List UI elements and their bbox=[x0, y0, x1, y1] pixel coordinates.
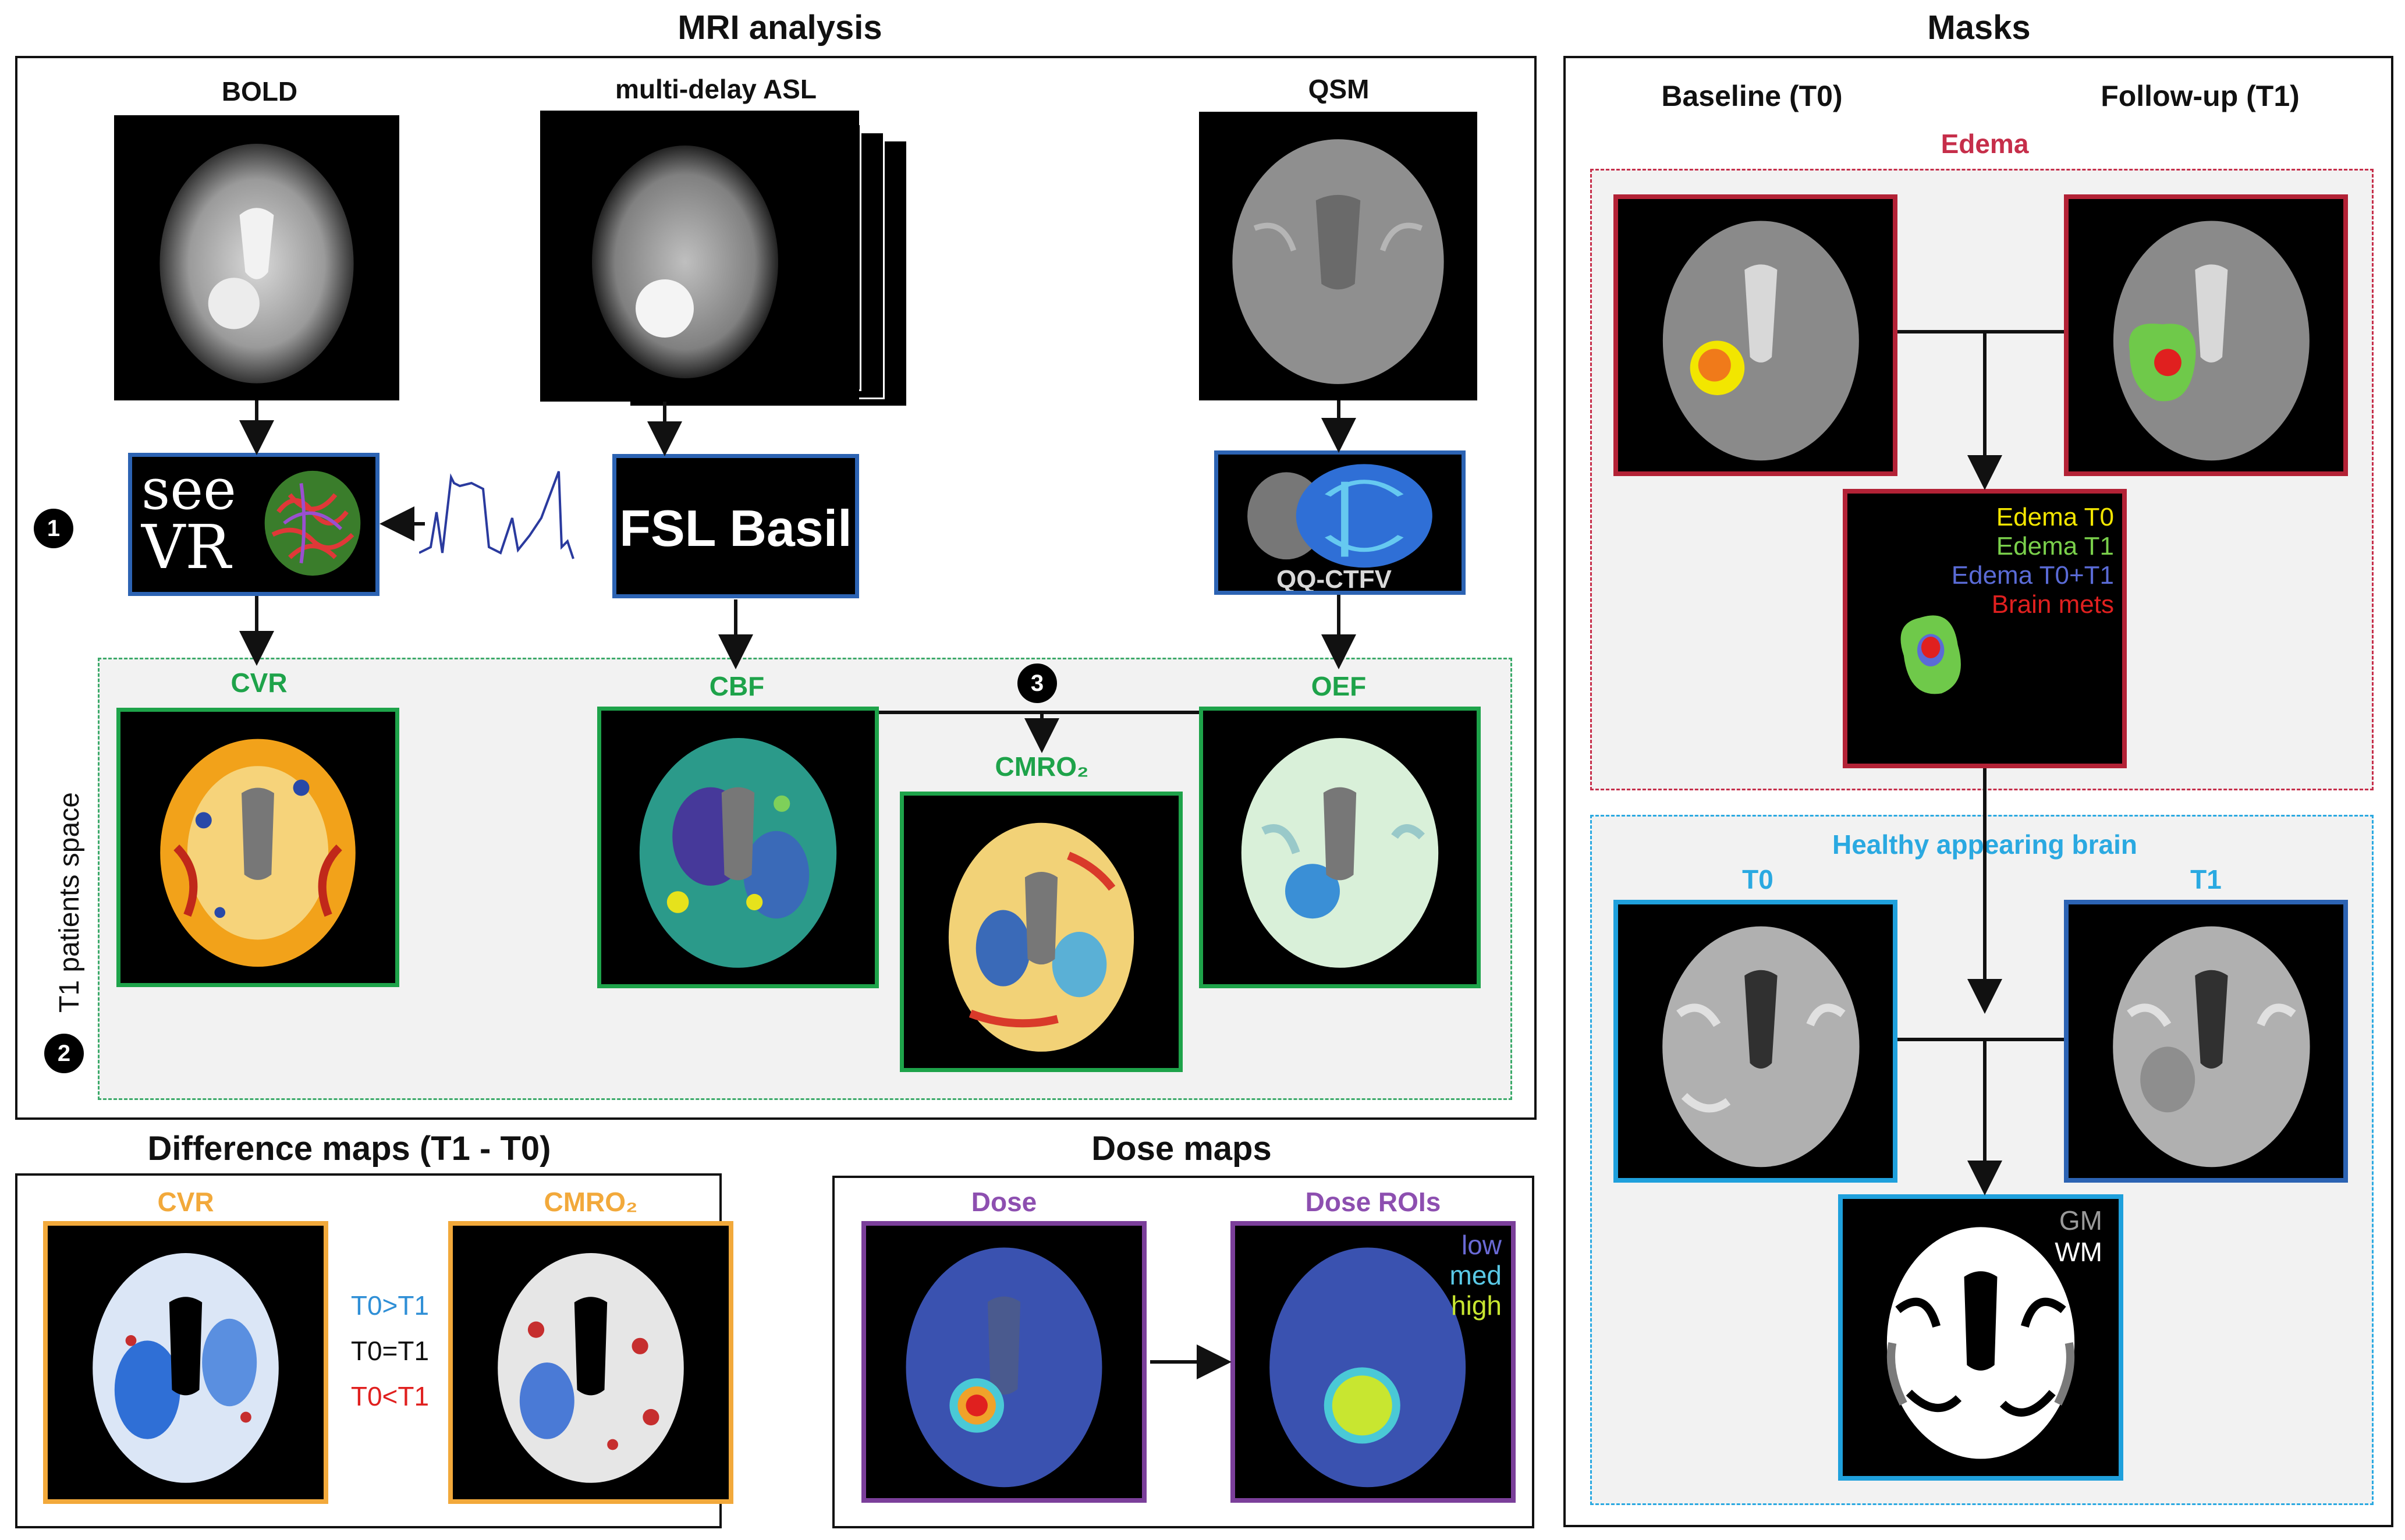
healthy-t0-label: T0 bbox=[1742, 864, 1773, 895]
edema-legend-item: Edema T0+T1 bbox=[1951, 561, 2114, 590]
dose-maps-title: Dose maps bbox=[1091, 1130, 1272, 1168]
edema-legend-item: Edema T0 bbox=[1996, 503, 2114, 531]
edema-legend-item: Edema T1 bbox=[1996, 532, 2114, 560]
seevr-brain-icon bbox=[264, 470, 361, 576]
diff-cmro2-map bbox=[448, 1221, 733, 1504]
diff-legend-item: T0>T1 bbox=[350, 1290, 430, 1321]
cbf-map bbox=[597, 707, 879, 988]
qsm-image bbox=[1199, 112, 1477, 400]
masks-title: Masks bbox=[1927, 9, 2031, 47]
dose-rois-label: Dose ROIs bbox=[1305, 1187, 1441, 1217]
diff-legend-item: T0=T1 bbox=[350, 1336, 430, 1366]
followup-label: Follow-up (T1) bbox=[2101, 80, 2300, 112]
edema-legend-item: Brain mets bbox=[1991, 590, 2114, 619]
gm-wm-mask-image: GM WM bbox=[1838, 1194, 2123, 1481]
t1-space-label: T1 patients space bbox=[54, 792, 85, 1013]
edema-title: Edema bbox=[1941, 129, 2029, 159]
dose-med-label: med bbox=[1449, 1260, 1502, 1290]
seevr-text-see: see bbox=[141, 457, 236, 522]
healthy-t1-image bbox=[2064, 900, 2348, 1183]
baseline-label: Baseline (T0) bbox=[1661, 80, 1843, 112]
mri-analysis-title: MRI analysis bbox=[677, 9, 882, 47]
step-badge-1: 1 bbox=[34, 509, 73, 548]
qsm-label: QSM bbox=[1308, 74, 1370, 104]
wm-label: WM bbox=[2055, 1237, 2102, 1267]
dose-low-label: low bbox=[1461, 1230, 1502, 1260]
cvr-map bbox=[116, 708, 399, 987]
oef-label: OEF bbox=[1311, 671, 1367, 701]
dose-rois-map: low med high bbox=[1230, 1221, 1516, 1503]
bold-image bbox=[114, 115, 399, 400]
bold-label: BOLD bbox=[221, 76, 298, 107]
asl-label: multi-delay ASL bbox=[615, 74, 817, 104]
cvr-label: CVR bbox=[230, 668, 288, 698]
cbf-label: CBF bbox=[709, 671, 765, 701]
asl-image bbox=[540, 111, 859, 402]
dose-map bbox=[861, 1221, 1147, 1503]
healthy-t0-image bbox=[1613, 900, 1897, 1183]
difference-maps-title: Difference maps (T1 - T0) bbox=[147, 1130, 551, 1168]
fsl-basil-box: FSL Basil bbox=[612, 454, 859, 598]
healthy-title: Healthy appearing brain bbox=[1832, 829, 2137, 860]
seevr-text-vr: VR bbox=[141, 512, 231, 583]
fsl-basil-text: FSL Basil bbox=[619, 499, 852, 557]
bold-signal-plot-icon bbox=[419, 471, 574, 559]
cmro2-map bbox=[900, 792, 1183, 1072]
qq-ctfv-image bbox=[1247, 464, 1432, 568]
seevr-box: see VR bbox=[128, 453, 379, 596]
diff-cvr-map bbox=[43, 1221, 328, 1504]
diff-legend-item: T0<T1 bbox=[350, 1381, 430, 1411]
edema-t1-image bbox=[2064, 194, 2348, 476]
diff-cmro2-label: CMRO₂ bbox=[544, 1187, 638, 1217]
qq-ctfv-text: QQ-CTFV bbox=[1276, 565, 1392, 594]
dose-high-label: high bbox=[1451, 1290, 1502, 1321]
gm-label: GM bbox=[2059, 1205, 2102, 1236]
edema-t0-image bbox=[1613, 194, 1897, 476]
step-badge-2: 2 bbox=[44, 1034, 84, 1073]
step-badge-3: 3 bbox=[1017, 663, 1057, 703]
oef-map bbox=[1199, 707, 1481, 988]
cmro2-label: CMRO₂ bbox=[995, 751, 1089, 782]
diff-cvr-label: CVR bbox=[157, 1187, 214, 1217]
dose-label: Dose bbox=[971, 1187, 1037, 1217]
healthy-t1-label: T1 bbox=[2190, 864, 2222, 895]
qq-ctfv-box: QQ-CTFV bbox=[1214, 450, 1466, 595]
